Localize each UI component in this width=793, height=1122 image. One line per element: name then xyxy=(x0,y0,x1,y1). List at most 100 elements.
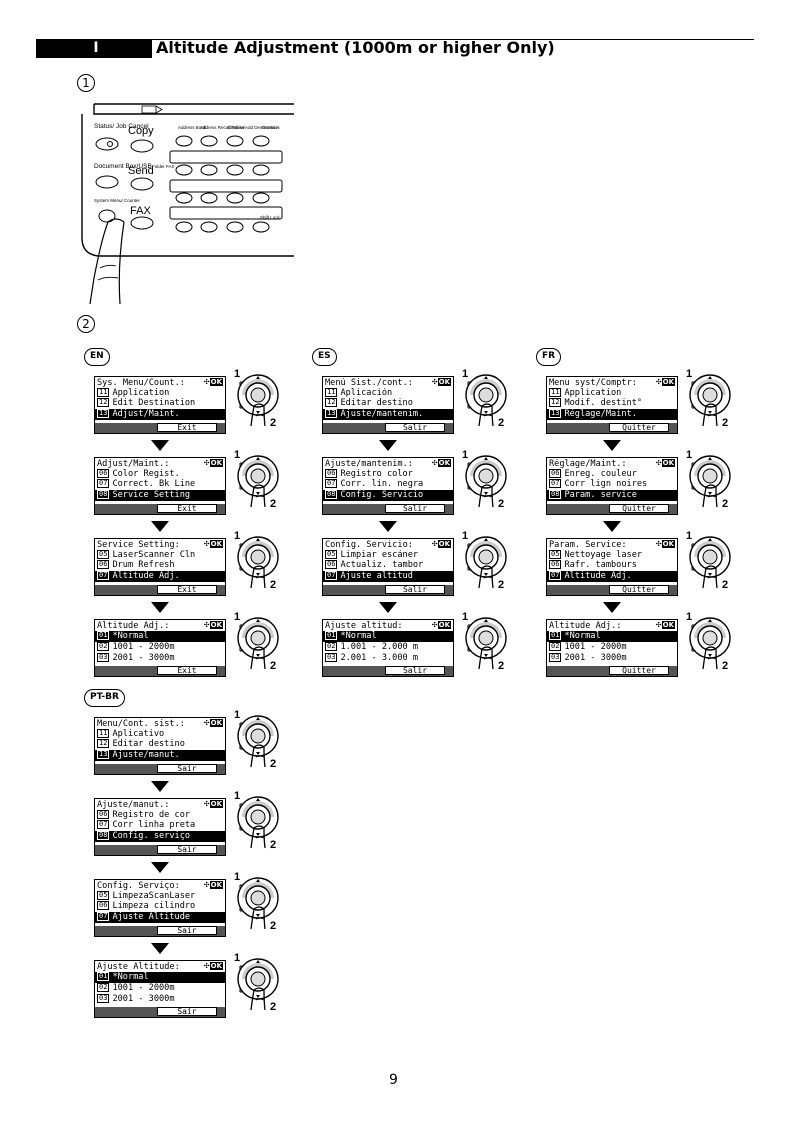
softkey-button[interactable]: Salir xyxy=(385,423,445,432)
softkey-button[interactable]: Exit xyxy=(157,423,217,432)
softkey-button[interactable]: Sair xyxy=(157,1007,217,1016)
softkey-button[interactable]: Quitter xyxy=(609,423,669,432)
ok-icon: OK xyxy=(437,459,451,467)
lcd-title: Adjust/Maint.: xyxy=(97,459,170,469)
softkey-button[interactable]: Salir xyxy=(385,666,445,675)
menu-item-label: Application xyxy=(112,388,170,398)
menu-item[interactable]: 01*Normal xyxy=(323,631,453,642)
navigation-key-illustration: 1 2 xyxy=(686,530,734,591)
menu-item-label: Color Regist. xyxy=(112,469,180,479)
ok-icon: OK xyxy=(209,962,223,970)
ok-indicator: ✣OK xyxy=(203,719,223,727)
softkey-button[interactable]: Exit xyxy=(157,666,217,675)
menu-item-label: Altitude Adj. xyxy=(112,571,180,581)
lcd-title: Menu/Cont. sist.: xyxy=(97,719,185,729)
menu-item-label: Rafr. tambours xyxy=(564,560,637,569)
menu-item[interactable]: 01*Normal xyxy=(547,631,677,642)
softkey-button[interactable]: Quitter xyxy=(609,666,669,675)
step-label-1: 1 xyxy=(234,530,240,542)
menu-item-number: 06 xyxy=(325,560,338,569)
header-rule xyxy=(36,39,754,40)
menu-item-label: 2001 - 3000m xyxy=(112,994,175,1004)
menu-item-label: 2.001 - 3.000 m xyxy=(340,653,419,663)
menu-item-number: 02 xyxy=(97,983,110,992)
softkey-button[interactable]: Exit xyxy=(157,504,217,513)
softkey-button[interactable]: Quitter xyxy=(609,585,669,594)
status-job-cancel-label: Status/ Job Cancel xyxy=(94,123,149,130)
menu-item[interactable]: 01*Normal xyxy=(95,972,225,983)
address-book-label: Address Book xyxy=(178,125,207,130)
menu-item[interactable]: 01*Normal xyxy=(95,631,225,642)
navigation-key-illustration: 1 2 xyxy=(234,611,282,672)
menu-item-label: 1.001 - 2.000 m xyxy=(340,642,419,652)
menu-item-number: 11 xyxy=(325,388,338,397)
menu-item-number: 13 xyxy=(97,409,110,418)
menu-item-label: Corr lign noires xyxy=(564,479,648,488)
softkey-button[interactable]: Salir xyxy=(385,504,445,513)
step-label-1: 1 xyxy=(234,790,240,802)
softkey-button[interactable]: Sair xyxy=(157,764,217,773)
menu-item-number: 08 xyxy=(549,490,562,499)
menu-item-label: Drum Refresh xyxy=(112,560,175,569)
softkey-button[interactable]: Exit xyxy=(157,585,217,594)
softkey-button[interactable]: Sair xyxy=(157,845,217,854)
step-label-1: 1 xyxy=(462,368,468,380)
step-label-2: 2 xyxy=(722,417,728,428)
menu-item-label: 1001 - 2000m xyxy=(112,983,175,993)
softkey-button[interactable]: Quitter xyxy=(609,504,669,513)
softkey-button[interactable]: Salir xyxy=(385,585,445,594)
step-label-2: 2 xyxy=(722,660,728,671)
softkey-button[interactable]: Sair xyxy=(157,926,217,935)
step-label-2: 2 xyxy=(270,498,276,509)
navigation-key-illustration: 1 2 xyxy=(234,368,282,429)
ok-indicator: ✣OK xyxy=(203,800,223,808)
